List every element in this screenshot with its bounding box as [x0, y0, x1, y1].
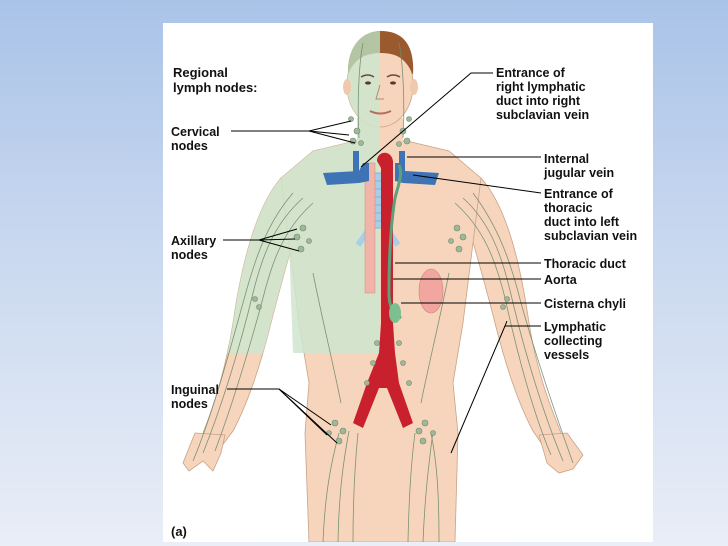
label-right-lymphatic-duct-entrance: Entrance of right lymphatic duct into ri… — [496, 66, 589, 122]
diagram-panel: Regional lymph nodes: Cervical nodes Axi… — [163, 23, 653, 542]
label-inguinal-nodes: Inguinal nodes — [171, 383, 219, 411]
label-internal-jugular-vein: Internal jugular vein — [544, 152, 614, 180]
label-lymphatic-collecting-vessels: Lymphatic collecting vessels — [544, 320, 606, 362]
label-thoracic-duct: Thoracic duct — [544, 257, 626, 271]
label-aorta: Aorta — [544, 273, 577, 287]
heading-regional-lymph-nodes: Regional lymph nodes: — [173, 65, 258, 95]
label-cervical-nodes: Cervical nodes — [171, 125, 220, 153]
label-axillary-nodes: Axillary nodes — [171, 234, 216, 262]
label-cisterna-chyli: Cisterna chyli — [544, 297, 626, 311]
stomach-shape — [419, 269, 443, 313]
label-thoracic-duct-entrance: Entrance of thoracic duct into left subc… — [544, 187, 637, 243]
panel-label: (a) — [171, 525, 187, 539]
